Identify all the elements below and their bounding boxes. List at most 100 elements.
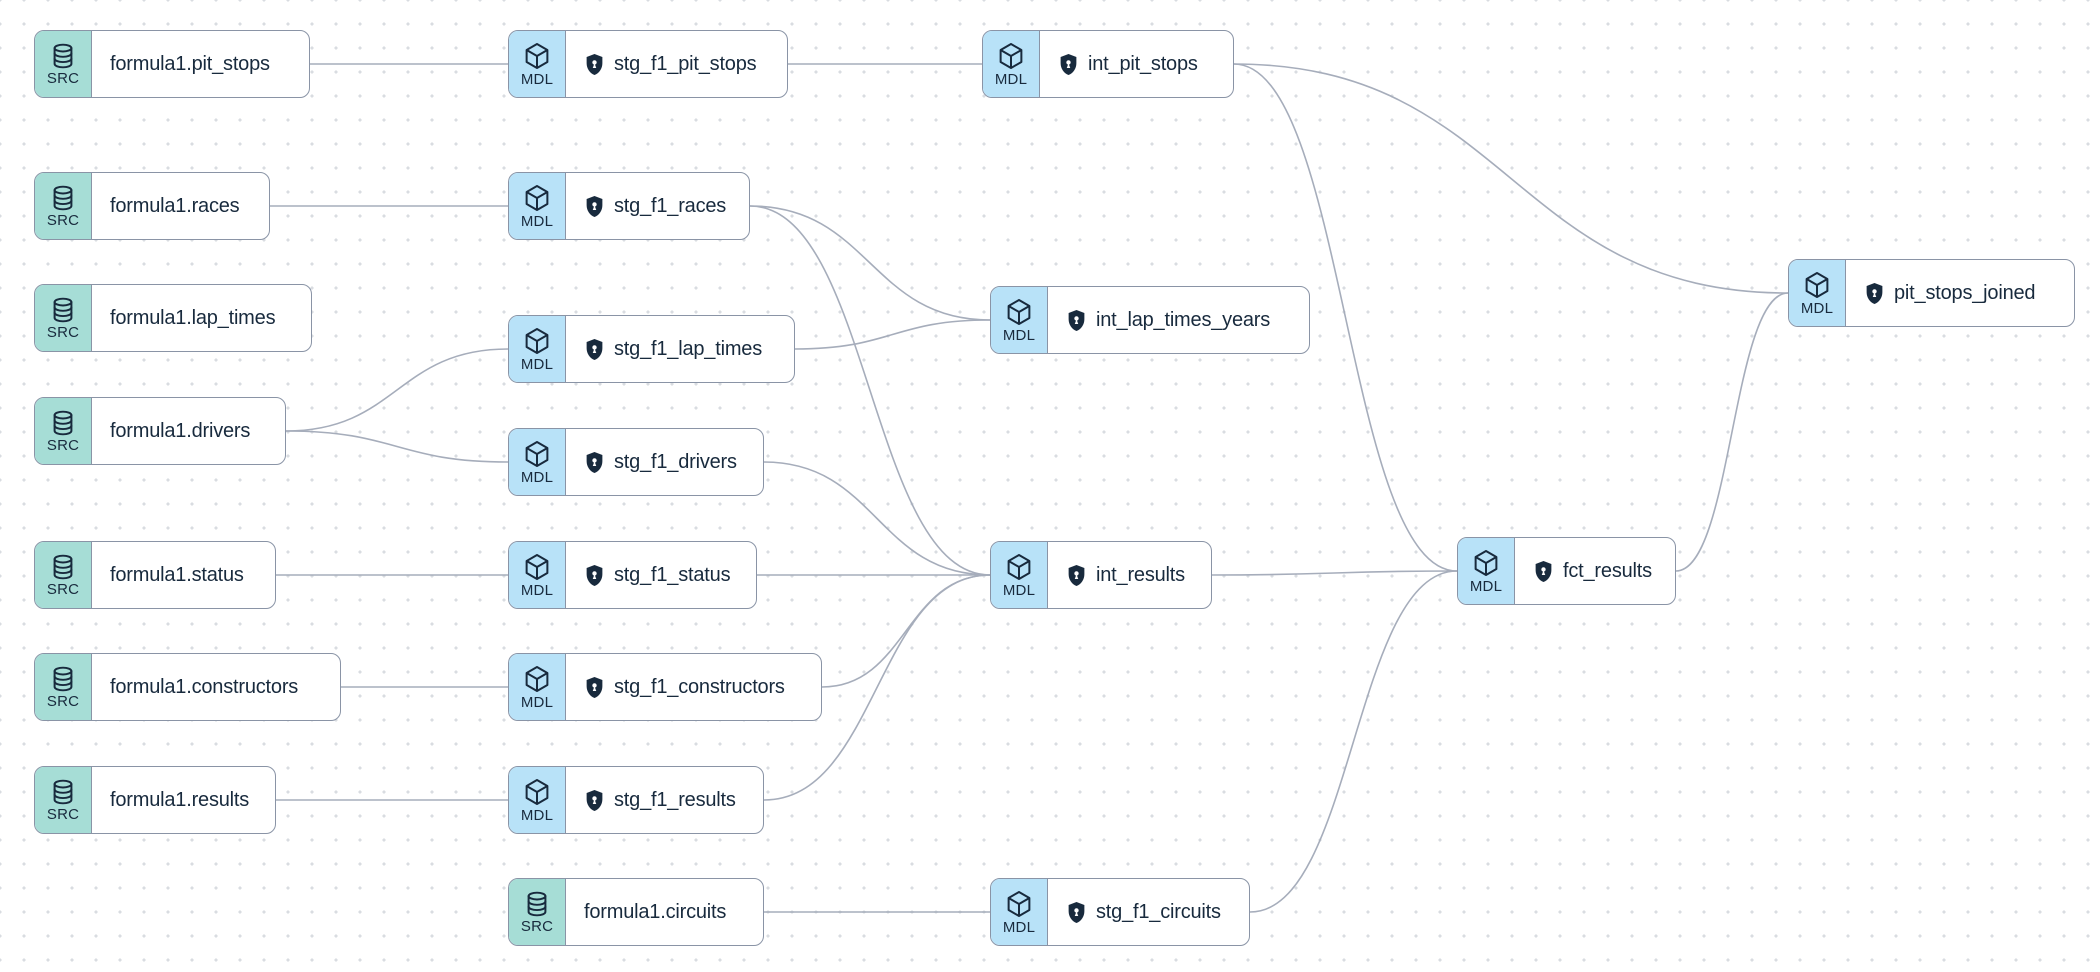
source-type-panel: SRC — [35, 285, 92, 351]
model-type-panel: MDL — [509, 767, 566, 833]
source-type-panel: SRC — [35, 767, 92, 833]
edge-stg_constructors-to-int_results — [821, 574, 991, 688]
shield-lock-icon — [1066, 564, 1087, 587]
resource-type-badge: MDL — [1002, 326, 1036, 344]
node-label: fct_results — [1563, 559, 1652, 582]
database-icon — [53, 779, 73, 804]
database-icon — [53, 554, 73, 579]
cube-icon — [525, 42, 549, 69]
database-icon — [53, 666, 73, 691]
shield-lock-icon — [1066, 901, 1087, 924]
lineage-node-stg_status[interactable]: MDL stg_f1_status — [508, 541, 757, 609]
node-label: stg_f1_circuits — [1096, 900, 1221, 923]
node-body: formula1.pit_stops — [92, 31, 286, 97]
lineage-node-src_races[interactable]: SRC formula1.races — [34, 172, 270, 240]
node-label: formula1.drivers — [110, 419, 251, 442]
node-body: stg_f1_lap_times — [566, 316, 778, 382]
lineage-node-fct_results[interactable]: MDL fct_results — [1457, 537, 1676, 605]
lineage-node-int_lap_times_years[interactable]: MDL int_lap_times_years — [990, 286, 1310, 354]
cube-icon — [525, 778, 549, 805]
lineage-node-stg_lap_times[interactable]: MDL stg_f1_lap_times — [508, 315, 795, 383]
model-type-panel: MDL — [1458, 538, 1515, 604]
cube-icon — [525, 553, 549, 580]
source-type-panel: SRC — [35, 398, 92, 464]
node-label: stg_f1_constructors — [614, 675, 785, 698]
lineage-node-src_lap_times[interactable]: SRC formula1.lap_times — [34, 284, 312, 352]
edge-stg_races-to-int_results — [749, 205, 991, 576]
lineage-node-stg_circuits[interactable]: MDL stg_f1_circuits — [990, 878, 1250, 946]
edge-stg_races-to-int_lap_times_years — [749, 205, 991, 321]
resource-type-badge: SRC — [46, 805, 80, 823]
cube-icon — [1007, 553, 1031, 580]
node-body: int_pit_stops — [1040, 31, 1214, 97]
node-body: stg_f1_races — [566, 173, 742, 239]
node-body: formula1.races — [92, 173, 255, 239]
node-body: formula1.lap_times — [92, 285, 291, 351]
resource-type-badge: SRC — [520, 917, 554, 935]
node-label: formula1.lap_times — [110, 306, 276, 329]
resource-type-badge: MDL — [520, 70, 554, 88]
lineage-node-stg_pit_stops[interactable]: MDL stg_f1_pit_stops — [508, 30, 788, 98]
edge-int_results-to-fct_results — [1211, 570, 1458, 576]
node-body: stg_f1_results — [566, 767, 752, 833]
database-icon — [53, 43, 73, 68]
model-type-panel: MDL — [509, 31, 566, 97]
node-body: stg_f1_circuits — [1048, 879, 1237, 945]
resource-type-badge: MDL — [520, 212, 554, 230]
node-body: formula1.constructors — [92, 654, 314, 720]
node-body: int_lap_times_years — [1048, 287, 1286, 353]
node-body: stg_f1_status — [566, 542, 746, 608]
lineage-node-src_circuits[interactable]: SRC formula1.circuits — [508, 878, 764, 946]
lineage-node-stg_constructors[interactable]: MDL stg_f1_constructors — [508, 653, 822, 721]
lineage-node-int_results[interactable]: MDL int_results — [990, 541, 1212, 609]
cube-icon — [1474, 549, 1498, 576]
source-type-panel: SRC — [35, 542, 92, 608]
node-label: pit_stops_joined — [1894, 281, 2036, 304]
resource-type-badge: SRC — [46, 69, 80, 87]
lineage-node-src_results[interactable]: SRC formula1.results — [34, 766, 276, 834]
lineage-node-stg_drivers[interactable]: MDL stg_f1_drivers — [508, 428, 764, 496]
lineage-node-int_pit_stops[interactable]: MDL int_pit_stops — [982, 30, 1234, 98]
lineage-node-stg_results[interactable]: MDL stg_f1_results — [508, 766, 764, 834]
node-body: formula1.circuits — [566, 879, 742, 945]
lineage-node-src_drivers[interactable]: SRC formula1.drivers — [34, 397, 286, 465]
edge-stg_lap_times-to-int_lap_times_years — [794, 319, 991, 350]
resource-type-badge: SRC — [46, 436, 80, 454]
model-type-panel: MDL — [509, 654, 566, 720]
node-label: formula1.results — [110, 788, 250, 811]
edge-stg_circuits-to-fct_results — [1249, 570, 1458, 913]
model-type-panel: MDL — [509, 429, 566, 495]
model-type-panel: MDL — [509, 542, 566, 608]
shield-lock-icon — [1864, 282, 1885, 305]
cube-icon — [1805, 271, 1829, 298]
resource-type-badge: MDL — [1002, 581, 1036, 599]
node-body: formula1.drivers — [92, 398, 266, 464]
edge-stg_results-to-int_results — [763, 574, 991, 801]
resource-type-badge: MDL — [1800, 299, 1834, 317]
resource-type-badge: SRC — [46, 580, 80, 598]
database-icon — [527, 891, 547, 916]
cube-icon — [1007, 298, 1031, 325]
lineage-node-pit_stops_joined[interactable]: MDL pit_stops_joined — [1788, 259, 2075, 327]
cube-icon — [525, 440, 549, 467]
node-label: int_pit_stops — [1088, 52, 1198, 75]
node-label: stg_f1_races — [614, 194, 727, 217]
cube-icon — [999, 42, 1023, 69]
database-icon — [53, 185, 73, 210]
resource-type-badge: MDL — [1002, 918, 1036, 936]
node-body: int_results — [1048, 542, 1201, 608]
node-body: pit_stops_joined — [1846, 260, 2051, 326]
model-type-panel: MDL — [1789, 260, 1846, 326]
node-body: stg_f1_constructors — [566, 654, 801, 720]
resource-type-badge: MDL — [520, 806, 554, 824]
shield-lock-icon — [584, 195, 605, 218]
node-label: stg_f1_results — [614, 788, 736, 811]
node-body: stg_f1_drivers — [566, 429, 753, 495]
resource-type-badge: SRC — [46, 211, 80, 229]
lineage-node-stg_races[interactable]: MDL stg_f1_races — [508, 172, 750, 240]
lineage-node-src_pit_stops[interactable]: SRC formula1.pit_stops — [34, 30, 310, 98]
